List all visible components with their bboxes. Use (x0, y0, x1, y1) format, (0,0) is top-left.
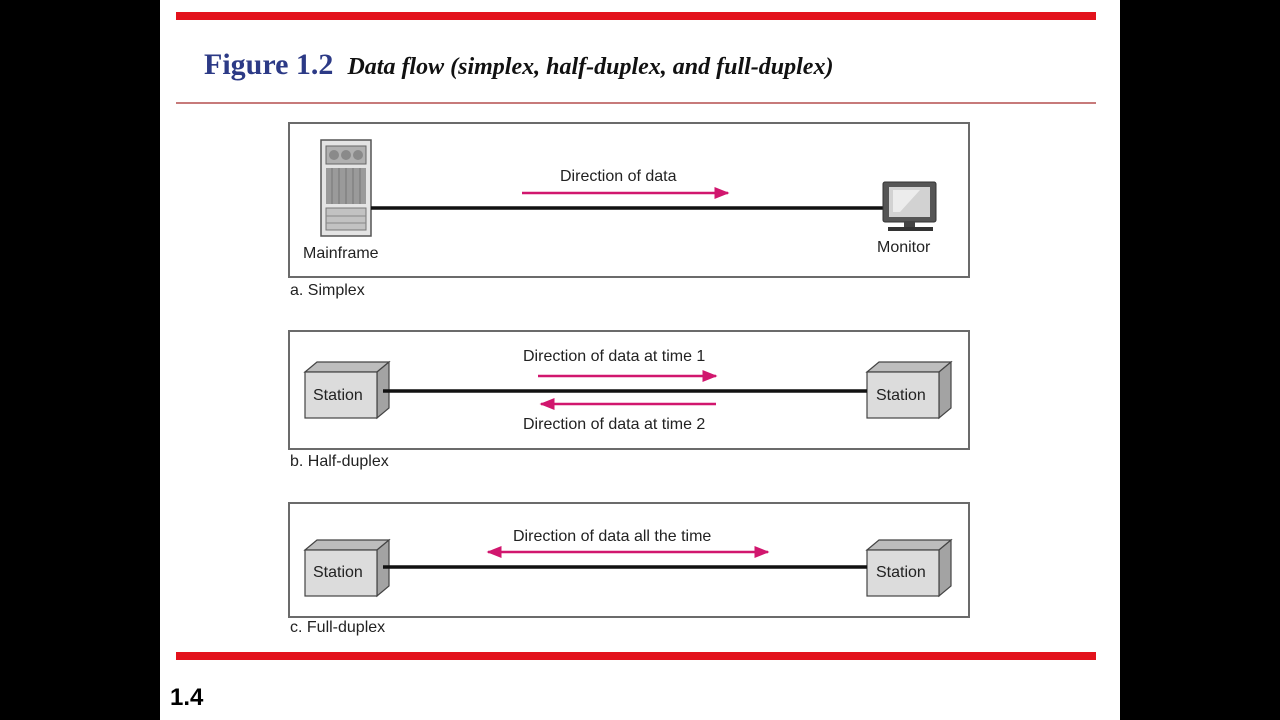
half-left-station-label: Station (313, 387, 363, 404)
full-duplex-caption: c. Full-duplex (290, 619, 386, 636)
mainframe-label: Mainframe (303, 245, 379, 262)
half-left-station-box (303, 360, 391, 420)
simplex-direction-label: Direction of data (560, 168, 677, 185)
half-right-station-label: Station (876, 387, 926, 404)
half-right-station-box (865, 360, 953, 420)
full-left-station-label: Station (313, 564, 363, 581)
figure-caption: Data flow (simplex, half-duplex, and ful… (347, 54, 834, 80)
monitor-icon (882, 181, 937, 231)
full-right-station-box (865, 538, 953, 598)
half-duplex-time1-label: Direction of data at time 1 (523, 348, 706, 365)
bottom-red-bar (176, 652, 1096, 660)
full-right-station-label: Station (876, 564, 926, 581)
slide: Figure 1.2 Data flow (simplex, half-duple… (160, 0, 1120, 720)
figure-title: Figure 1.2 Data flow (simplex, half-duple… (204, 48, 833, 82)
mainframe-icon (320, 139, 372, 237)
top-red-bar (176, 12, 1096, 20)
simplex-panel (288, 122, 970, 278)
half-duplex-time2-label: Direction of data at time 2 (523, 416, 706, 433)
title-divider (176, 102, 1096, 104)
half-duplex-caption: b. Half-duplex (290, 453, 389, 470)
full-duplex-panel (288, 502, 970, 618)
monitor-label: Monitor (877, 239, 931, 256)
full-duplex-direction-label: Direction of data all the time (513, 528, 712, 545)
figure-number: Figure 1.2 (204, 48, 334, 81)
simplex-caption: a. Simplex (290, 282, 365, 299)
slide-number: 1.4 (170, 684, 204, 711)
diagram-graphics (303, 139, 953, 598)
full-left-station-box (303, 538, 391, 598)
